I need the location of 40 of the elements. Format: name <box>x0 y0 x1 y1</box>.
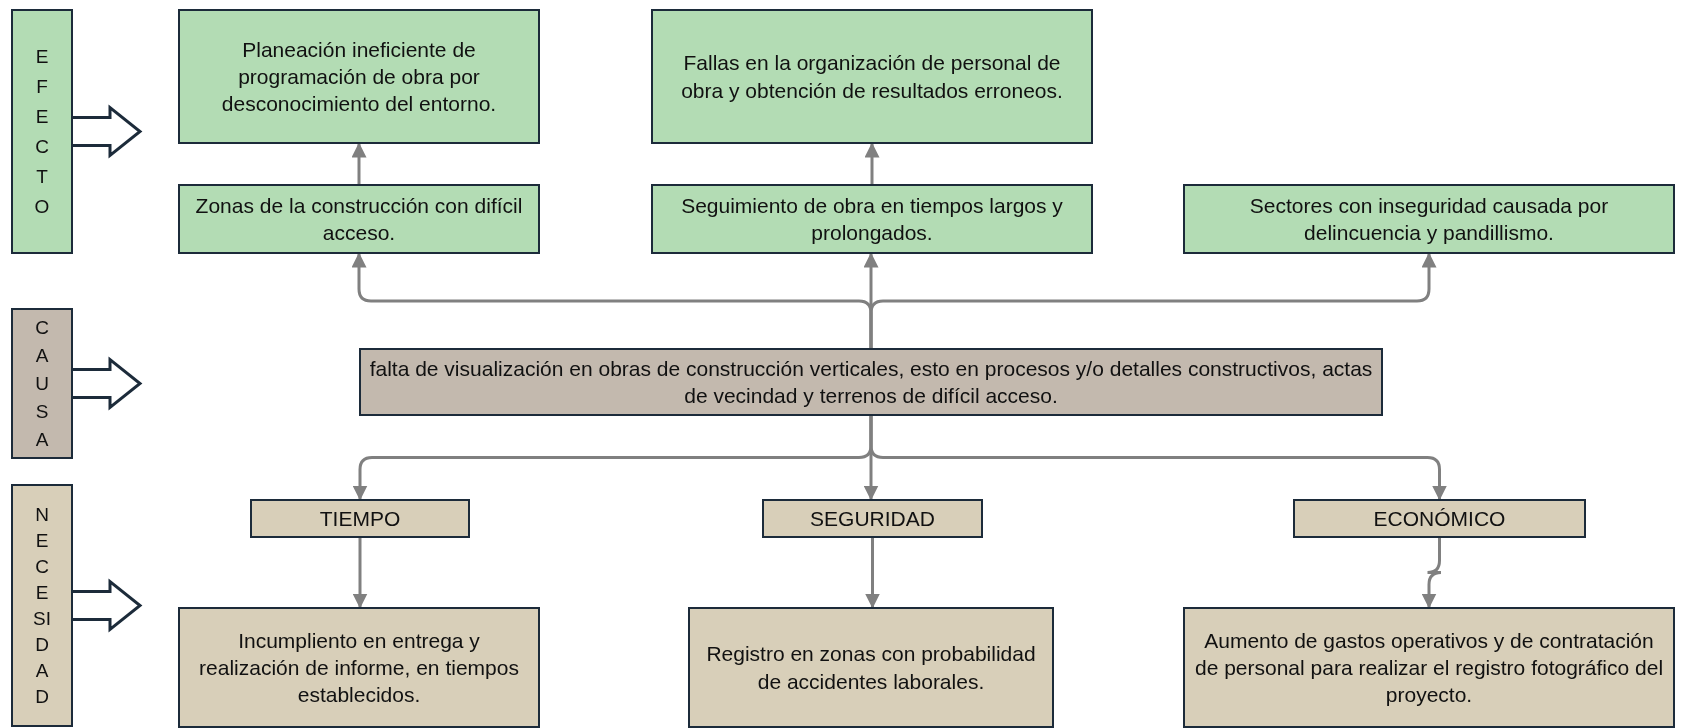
node-text: falta de visualización en obras de construcción verticales, esto en procesos y/o detalles constructivos, actas de vecindad y terrenos de difícil acceso. <box>368 355 1374 409</box>
effect-box <box>178 9 540 144</box>
node-text: Planeación ineficiente de programación de obra por desconocimiento del entorno. <box>220 36 498 118</box>
node-text: TIEMPO <box>318 505 402 532</box>
effect-box <box>178 184 540 254</box>
section-label: EFECTO <box>33 44 51 219</box>
block-arrow <box>71 104 143 159</box>
block-arrow <box>71 578 143 633</box>
node-text: Sectores con inseguridad causada por delincuencia y pandillismo. <box>1248 192 1610 246</box>
section-band <box>11 9 73 254</box>
effect-box <box>651 184 1093 254</box>
effect-box <box>651 9 1093 144</box>
arrow <box>864 142 880 184</box>
arrow <box>1421 538 1443 609</box>
need-box <box>178 607 540 728</box>
node-text: Fallas en la organización de personal de obra y obtención de resultados erroneos. <box>680 50 1064 104</box>
effect-box <box>1183 184 1675 254</box>
need-box <box>250 499 470 538</box>
block-arrow <box>71 356 143 411</box>
section-label: CAUSA <box>34 315 50 452</box>
section-band <box>11 308 73 459</box>
need-box <box>688 607 1054 728</box>
need-box <box>1183 607 1675 728</box>
node-text: ECONÓMICO <box>1372 505 1507 532</box>
node-text: SEGURIDAD <box>809 505 936 532</box>
arrow <box>869 252 1437 348</box>
node-text: Incumpliento en entrega y realización de informe, en tiempos establecidos. <box>198 627 520 709</box>
section-label: NECESIDAD <box>32 502 52 709</box>
arrow <box>352 538 368 609</box>
node-text: Aumento de gastos operativos y de contratación de personal para realizar el registro fotográfico del proyecto. <box>1193 627 1665 709</box>
node-text: Zonas de la construcción con difícil acceso. <box>194 192 524 246</box>
node-text: Seguimiento de obra en tiempos largos y prolongados. <box>680 192 1064 246</box>
need-box <box>762 499 983 538</box>
node-text: Registro en zonas con probabilidad de accidentes laborales. <box>705 641 1037 695</box>
cause-box <box>359 348 1383 416</box>
need-box <box>1293 499 1586 538</box>
arrow <box>351 142 367 184</box>
arrow <box>865 538 880 609</box>
section-band <box>11 484 73 727</box>
arrow <box>869 416 1447 501</box>
